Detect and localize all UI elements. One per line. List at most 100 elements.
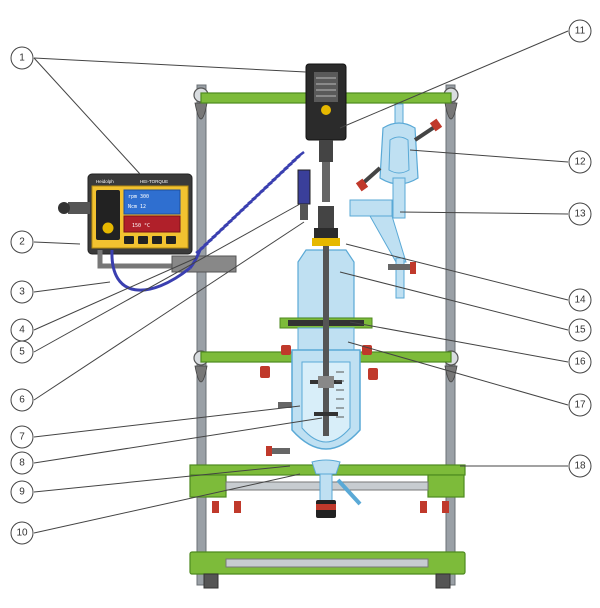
callout-leader-line-12 [409,149,569,163]
callout-number: 5 [19,347,25,358]
condenser-inner-coil [388,136,410,174]
callout-leader-line-5 [33,203,301,353]
callout-circle [10,425,34,449]
temperature-probe-head [297,169,311,205]
screen-line-rpm: rpm 300 [128,194,149,200]
base-red-peg [234,501,241,513]
callout-circle [10,388,34,412]
controller-button [152,236,162,244]
left-vertical-rod [196,84,207,586]
callout-7: 7 [10,425,34,449]
callout-leader-line-9 [33,465,291,493]
callout-leader-line-7 [33,405,301,438]
callout-12: 12 [568,150,592,174]
callout-number: 2 [19,237,25,248]
callout-circle [568,454,592,478]
callout-number: 13 [574,209,586,220]
right-foot [435,573,451,589]
callout-3: 3 [10,280,34,304]
callout-number: 17 [574,400,586,411]
bottom-outlet-funnel [311,459,341,475]
callout-6: 6 [10,388,34,412]
callout-15: 15 [568,318,592,342]
callout-number: 8 [19,458,25,469]
left-foot [203,573,219,589]
base-frame-left-block [189,474,227,498]
controller-button [166,236,176,244]
callout-number: 7 [19,432,25,443]
callout-circle [10,521,34,545]
callout-number: 4 [19,325,25,336]
callout-leader-line-6 [33,221,305,401]
condenser-red-cap [355,178,369,192]
callout-11: 11 [568,19,592,43]
controller-screen-bottom [123,215,181,233]
stopcock [388,264,412,270]
condenser-fitting-upper [413,124,438,142]
controller-screen-top [123,189,181,215]
callout-leader-line-8 [33,417,323,464]
controller-mount-screw [58,202,70,214]
callout-number: 18 [574,461,586,472]
condenser-fitting-lower [360,166,382,186]
rod-clamp-bracket [444,102,458,120]
stopcock-handle [410,262,416,274]
controller-mount-arm [68,202,90,214]
callout-circle [568,288,592,312]
callout-leader-line-4 [33,257,197,331]
middle-bar-red-knob [281,345,291,355]
callout-circle [568,202,592,226]
callout-8: 8 [10,451,34,475]
callout-leader-line-3 [33,281,111,293]
callout-5: 5 [10,340,34,364]
callout-18: 18 [568,454,592,478]
jacket-red-cap [266,446,272,456]
base-red-peg [212,501,219,513]
callout-4: 4 [10,318,34,342]
callout-16: 16 [568,350,592,374]
condenser-stem [392,177,406,219]
controller-brand: Heidolph [96,179,114,184]
bottom-horizontal-rod [225,558,429,568]
callout-leader-line-14 [345,243,569,301]
cable-connector [188,249,202,269]
callout-circle [10,280,34,304]
base-red-peg [420,501,427,513]
bottom-valve-handle [336,478,362,506]
callout-number: 15 [574,325,586,336]
callout-number: 16 [574,357,586,368]
controller-button [124,236,134,244]
motor-vent-panel [314,72,338,102]
callout-number: 6 [19,395,25,406]
controller-knob [101,221,115,235]
callout-leader-line-15 [339,271,569,331]
callout-circle [568,318,592,342]
bottom-outlet-stem [319,473,333,503]
controller-support-rail [97,250,180,269]
callout-leader-line-13 [399,211,569,215]
callout-13: 13 [568,202,592,226]
callout-circle [10,230,34,254]
screen-line-temperature: 150 °C [132,223,150,229]
callout-number: 1 [19,53,25,64]
coiled-sensor-cable [195,151,305,254]
callout-circle [568,393,592,417]
callout-circle [10,340,34,364]
bearing-ring [312,238,340,246]
callout-circle [568,19,592,43]
callout-9: 9 [10,480,34,504]
middle-bar-red-knob [368,368,378,380]
callout-number: 9 [19,487,25,498]
callout-leader-line-2 [33,241,81,245]
stirrer-seal [318,206,334,228]
stirrer-shaft [323,246,329,436]
callout-number: 11 [575,26,586,37]
callout-14: 14 [568,288,592,312]
callout-circle [568,150,592,174]
rod-clamp-bracket [444,365,458,383]
callout-leader-line-11 [339,30,569,129]
condenser-red-cap [429,118,443,132]
jacket-inlet-upper [278,402,292,408]
rod-clamp-bracket [194,365,208,383]
